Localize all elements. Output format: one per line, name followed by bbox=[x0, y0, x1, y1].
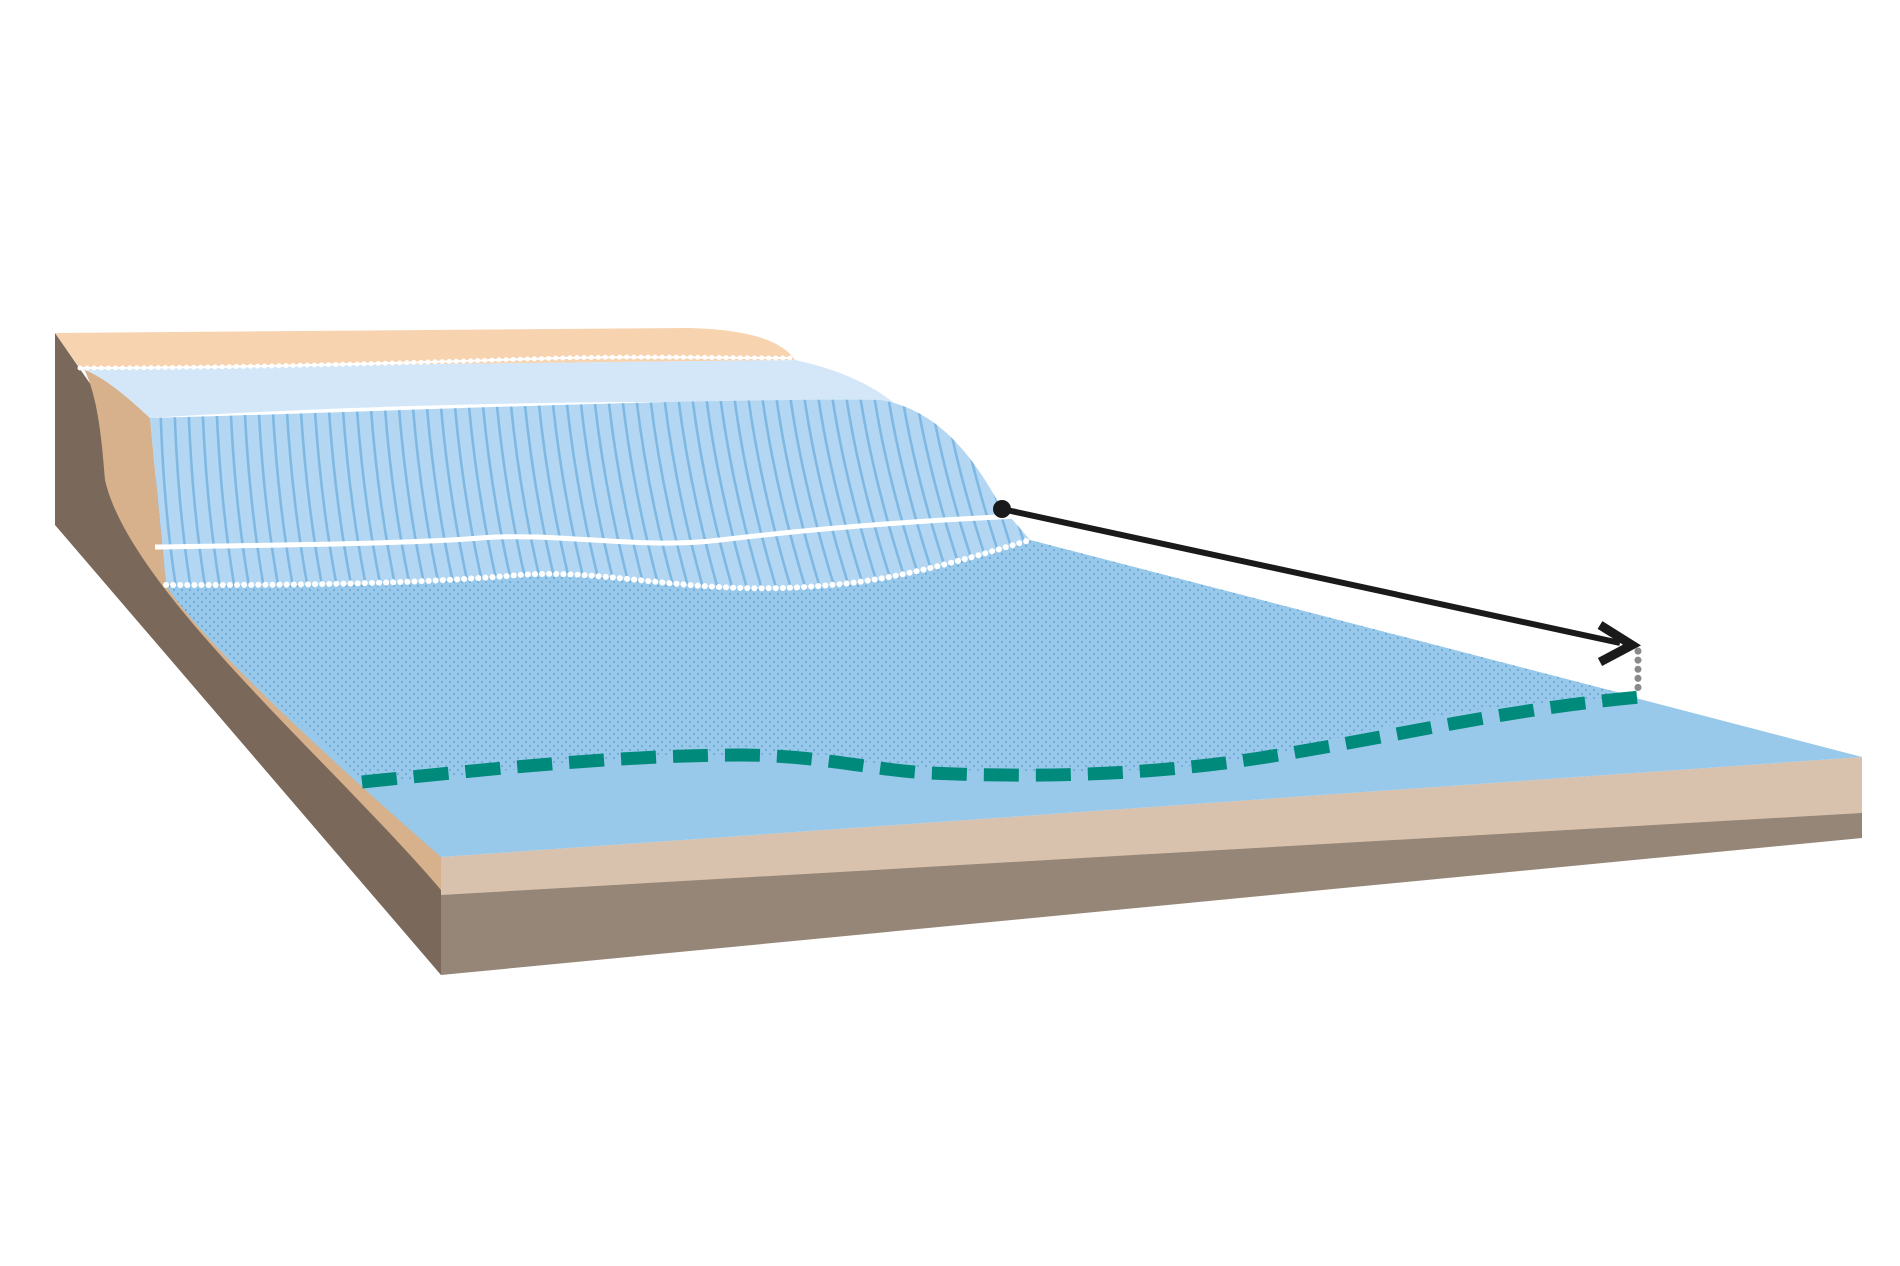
arrow-shaft bbox=[1001, 506, 1621, 646]
surf-stripe bbox=[480, 399, 517, 589]
surf-stripe bbox=[620, 399, 664, 589]
surf-stripe bbox=[704, 399, 752, 589]
arrow-head bbox=[1597, 621, 1641, 666]
surf-stripe bbox=[802, 399, 855, 589]
surf-stripe bbox=[382, 399, 415, 589]
surf-stripe bbox=[452, 399, 488, 589]
surf-stripe bbox=[438, 399, 473, 589]
nearshore-stippled-zone bbox=[166, 540, 1640, 785]
surf-stripe bbox=[312, 399, 341, 589]
surf-stripe bbox=[760, 399, 811, 589]
surf-stripe bbox=[550, 399, 591, 589]
slab-front-dark bbox=[441, 813, 1862, 975]
slab-front bbox=[441, 757, 1862, 975]
surf-stripe bbox=[844, 399, 899, 589]
low-water-dotted-line bbox=[163, 537, 1033, 592]
surf-stripe bbox=[606, 399, 649, 589]
dashed-boundary bbox=[361, 690, 1641, 789]
surf-stripe bbox=[858, 399, 914, 589]
surf-stripe bbox=[522, 399, 561, 589]
surf-stripe bbox=[508, 399, 547, 589]
beach-upper-line bbox=[79, 356, 791, 369]
surf-stripe bbox=[774, 399, 826, 589]
offshore-arrow bbox=[993, 500, 1641, 666]
surf-stripe bbox=[424, 399, 459, 589]
surf-stripe bbox=[536, 399, 576, 589]
surf-stripe bbox=[564, 399, 605, 589]
surf-stripe bbox=[578, 399, 620, 589]
surf-stripe bbox=[410, 399, 444, 589]
surf-stripe bbox=[816, 399, 870, 589]
surf-stripe bbox=[634, 399, 679, 589]
cliff-sand-face bbox=[55, 333, 441, 890]
surf-stripe bbox=[256, 399, 283, 589]
surf-stripe bbox=[732, 399, 782, 589]
surf-stripe bbox=[354, 399, 385, 589]
surf-stripe bbox=[718, 399, 767, 589]
surf-stripe bbox=[228, 399, 253, 589]
surf-stripe bbox=[746, 399, 796, 589]
surf-stripe bbox=[466, 399, 503, 589]
surf-stripe bbox=[242, 399, 268, 589]
surf-stripe bbox=[830, 399, 884, 589]
surf-stripe bbox=[690, 399, 738, 589]
surf-zone bbox=[150, 399, 1030, 589]
surf-stripe bbox=[326, 399, 356, 589]
surf-stripe bbox=[494, 399, 532, 589]
surf-stripe bbox=[284, 399, 312, 589]
surf-stripe bbox=[662, 399, 708, 589]
surf-stripe bbox=[648, 399, 693, 589]
surf-stripe bbox=[270, 399, 297, 589]
surf-stripe bbox=[368, 399, 400, 589]
surf-stripe bbox=[340, 399, 371, 589]
shoreline-lines bbox=[77, 354, 1033, 592]
surf-stripe bbox=[676, 399, 723, 589]
swash-zone bbox=[80, 360, 905, 418]
surf-stripe bbox=[298, 399, 327, 589]
slab-front-light bbox=[441, 757, 1862, 897]
mean-shoreline-line bbox=[154, 513, 1021, 550]
surf-stripe bbox=[788, 399, 840, 589]
surf-stripe bbox=[592, 399, 635, 589]
surf-stripe bbox=[396, 399, 429, 589]
